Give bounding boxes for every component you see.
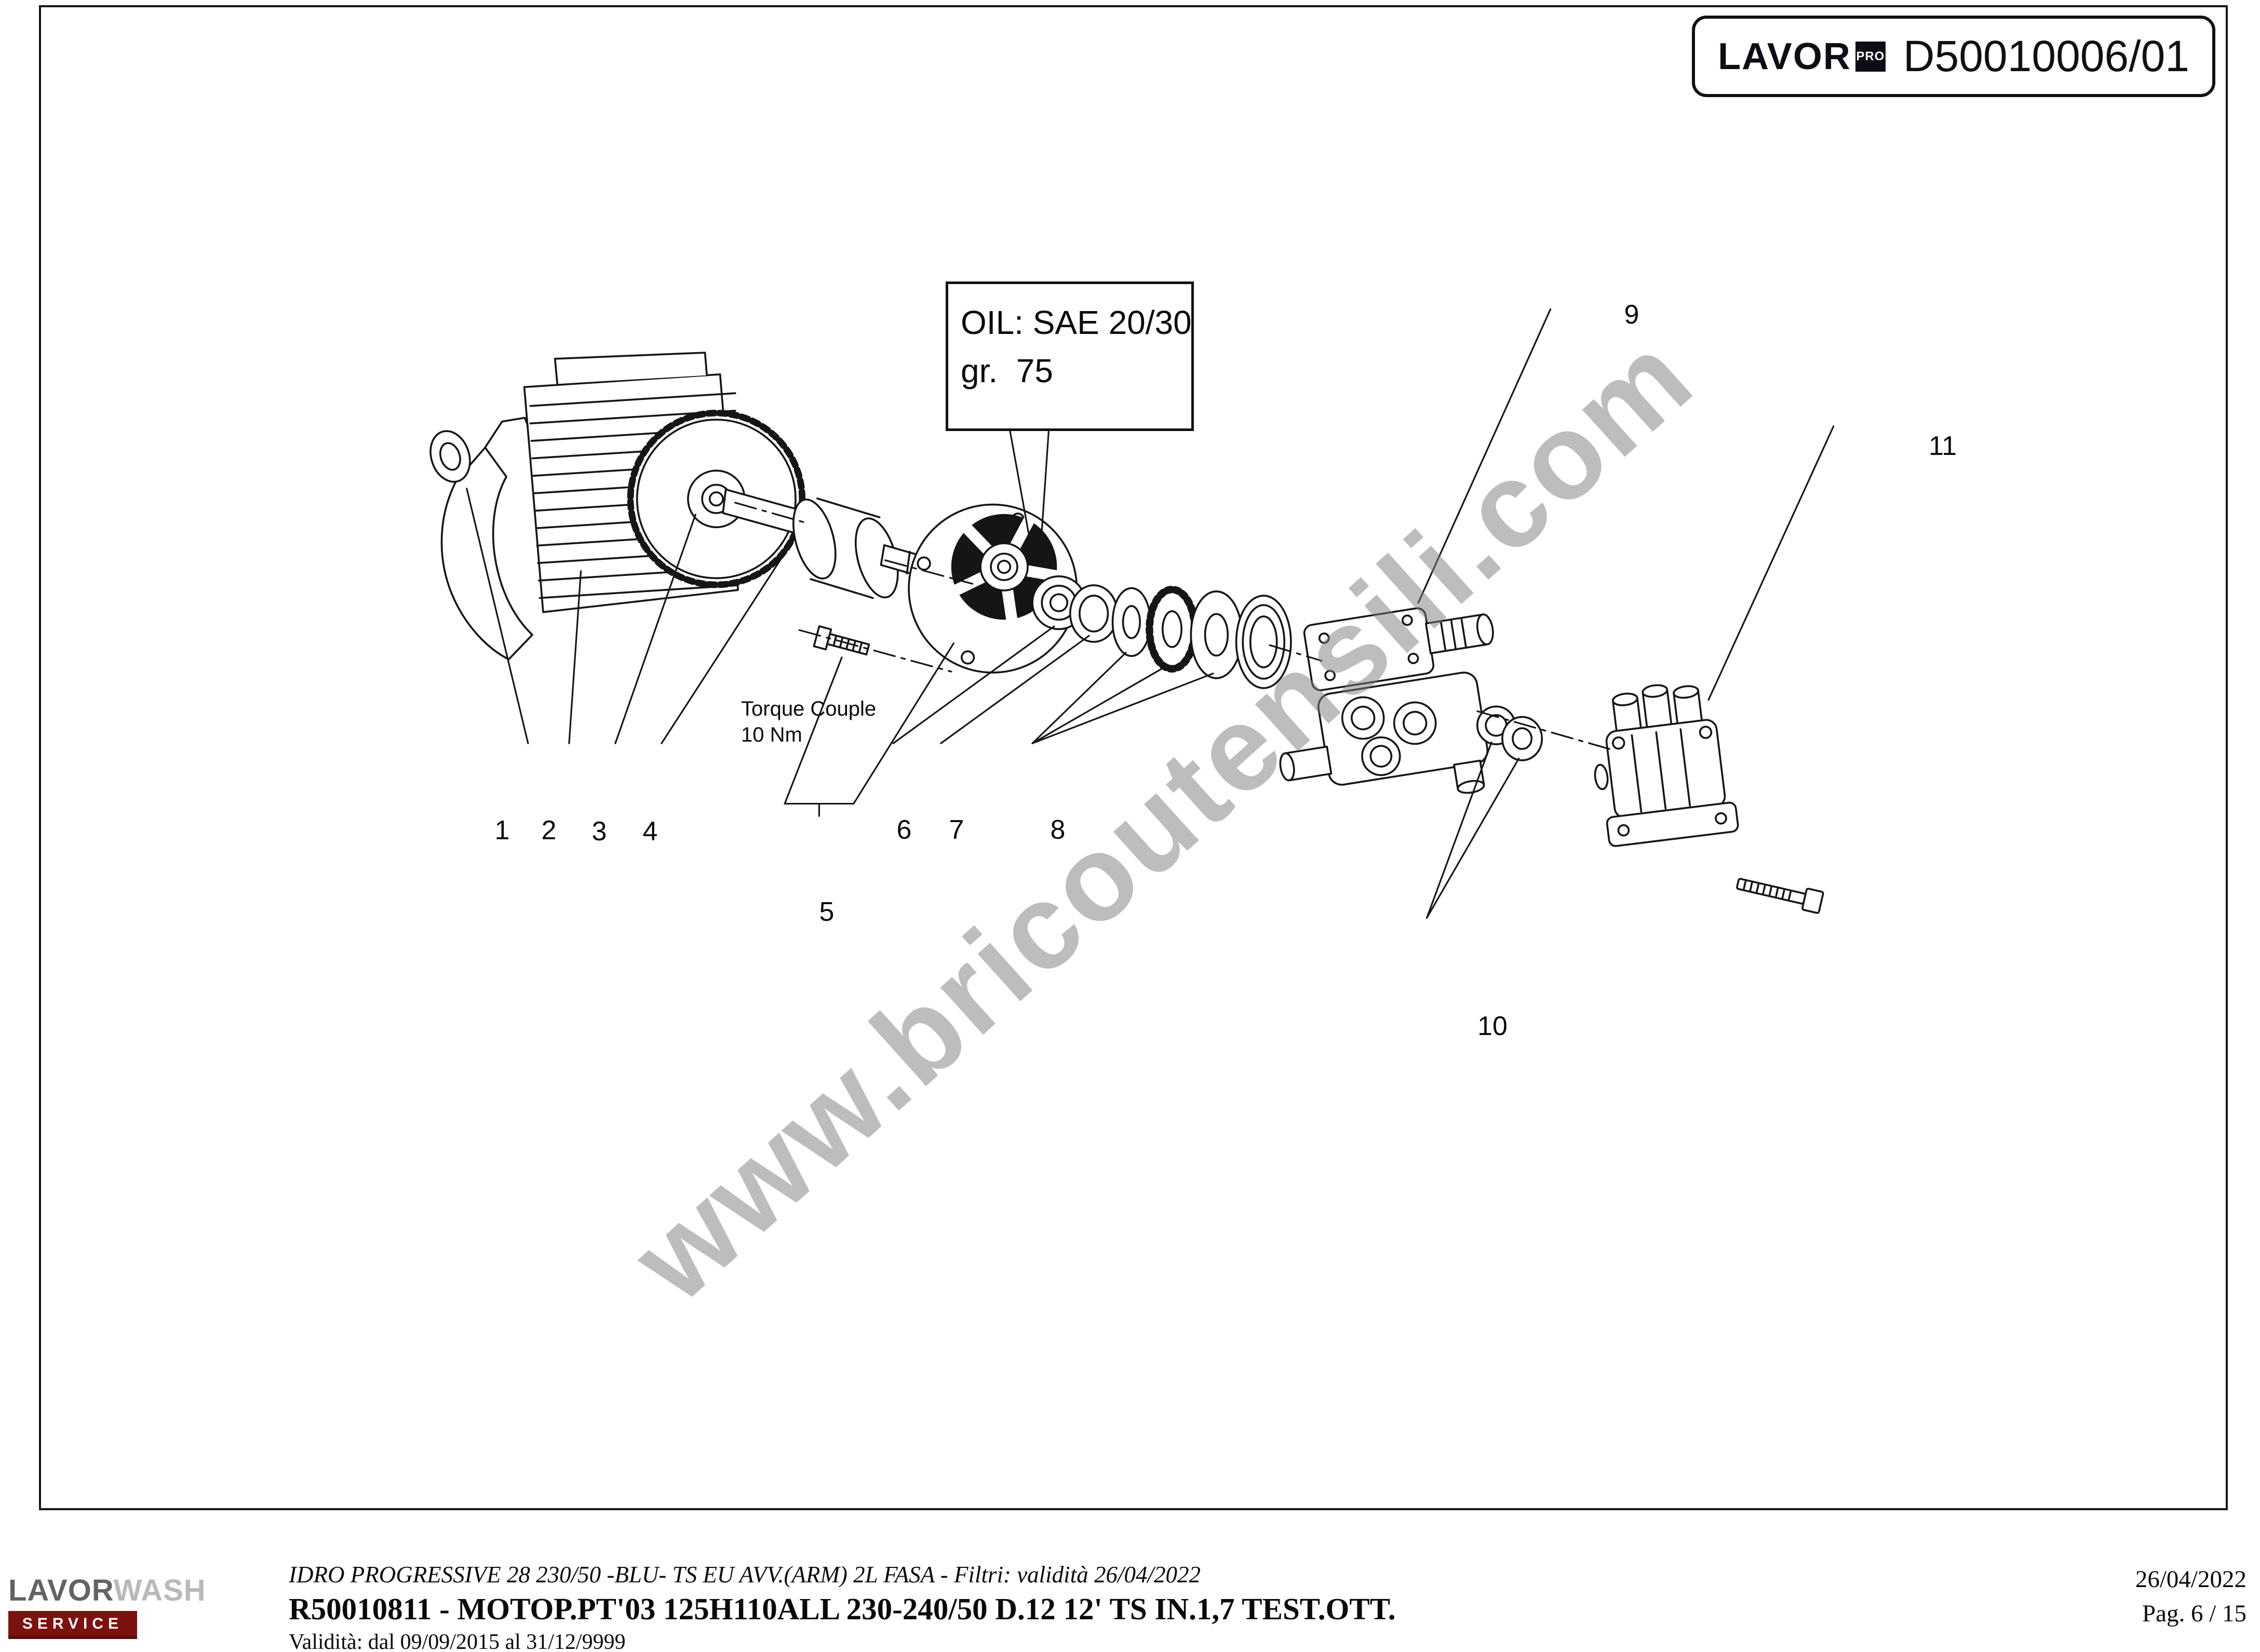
pump-head-shape bbox=[1594, 684, 1739, 847]
part-label-7: 7 bbox=[949, 815, 964, 845]
lavor-pro-logo: LAVOR PRO bbox=[1718, 35, 1886, 78]
axis-lines bbox=[734, 502, 1610, 750]
part-label-4: 4 bbox=[642, 816, 658, 847]
document-title: R50010811 - MOTOP.PT'03 125H110ALL 230-2… bbox=[289, 1592, 1396, 1626]
lavorwash-logo: LAVORWASH SERVICE bbox=[8, 1574, 206, 1639]
torque-note: Torque Couple 10 Nm bbox=[741, 696, 876, 748]
diagram-frame: www.bricoutensili.com LAVOR PRO D5001000… bbox=[39, 5, 2228, 1510]
pro-badge: PRO bbox=[1855, 41, 1886, 72]
lavor-word: LAVOR bbox=[8, 1574, 114, 1607]
part-label-1: 1 bbox=[494, 815, 510, 845]
oil-note-line2: gr. 75 bbox=[961, 352, 1053, 390]
rotor-lamination-shape bbox=[627, 409, 806, 588]
lavorwash-wordmark: LAVORWASH bbox=[8, 1574, 206, 1607]
torque-note-line2: 10 Nm bbox=[741, 723, 802, 746]
torque-note-line1: Torque Couple bbox=[741, 697, 877, 720]
end-bell-fan-shape bbox=[908, 503, 1078, 674]
doc-badge: LAVOR PRO D50010006/01 bbox=[1692, 16, 2215, 97]
part-label-8: 8 bbox=[1050, 815, 1066, 845]
print-date: 26/04/2022 bbox=[2135, 1566, 2246, 1593]
exploded-view-drawing bbox=[429, 308, 1835, 919]
swash-discs-shape bbox=[1111, 585, 1292, 689]
part-label-6: 6 bbox=[896, 815, 912, 845]
oil-note-line1: OIL: SAE 20/30 bbox=[961, 304, 1192, 341]
part-label-2: 2 bbox=[541, 815, 557, 845]
pump-manifold-shape bbox=[1279, 607, 1494, 794]
part-label-10: 10 bbox=[1477, 1011, 1508, 1041]
lavor-wordmark: LAVOR bbox=[1718, 35, 1851, 77]
part-label-9: 9 bbox=[1624, 300, 1639, 330]
wash-word: WASH bbox=[113, 1574, 206, 1607]
torque-bolt-shape bbox=[813, 625, 870, 656]
leader-lines bbox=[466, 308, 1835, 919]
rear-bracket-shape bbox=[429, 417, 533, 661]
rotor-core-shape bbox=[722, 488, 926, 599]
washers-shape bbox=[1476, 705, 1543, 761]
document-number: D50010006/01 bbox=[1903, 32, 2189, 80]
part-label-5: 5 bbox=[819, 897, 835, 927]
model-description: IDRO PROGRESSIVE 28 230/50 -BLU- TS EU A… bbox=[289, 1562, 1201, 1588]
validity-range: Validità: dal 09/09/2015 al 31/12/9999 bbox=[289, 1630, 626, 1652]
service-banner: SERVICE bbox=[8, 1611, 137, 1639]
page-number: Pag. 6 / 15 bbox=[2142, 1600, 2246, 1627]
oil-note-box: OIL: SAE 20/30 gr. 75 bbox=[946, 281, 1194, 431]
part-label-11: 11 bbox=[1929, 431, 1957, 461]
bearing-seal-shape bbox=[1031, 575, 1119, 643]
part-label-3: 3 bbox=[591, 816, 607, 847]
long-screw-shape bbox=[1736, 878, 1824, 914]
